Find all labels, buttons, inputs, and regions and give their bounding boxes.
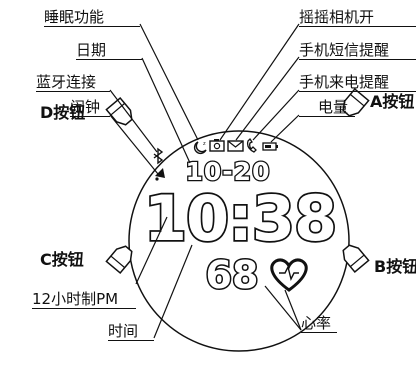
phone-icon [246, 137, 257, 153]
camera-icon [209, 139, 225, 152]
label-battery: 电量 [318, 98, 349, 116]
label-heart-rate: 心率 [301, 314, 332, 332]
bell-icon [155, 168, 165, 181]
underline-date [76, 59, 142, 60]
lcd-heart-rate: 68 [206, 253, 259, 297]
underline-sleep [44, 26, 140, 27]
watch-dial [128, 130, 350, 352]
a-button-shape [342, 87, 370, 117]
label-shake-camera: 摇摇相机开 [299, 8, 375, 26]
label-b-button: B按钮 [374, 257, 416, 276]
label-alarm: 闹钟 [70, 98, 101, 116]
d-button-shape [105, 96, 133, 126]
lcd-pm-indicator: P [162, 205, 174, 224]
bluetooth-icon [153, 147, 164, 165]
battery-icon [262, 142, 278, 151]
underline-sms-reminder [299, 59, 416, 60]
envelope-icon [227, 140, 244, 152]
label-a-button: A按钮 [370, 92, 415, 111]
underline-12h-pm [32, 308, 136, 309]
leader-lines [109, 23, 302, 339]
underline-bluetooth [36, 91, 110, 92]
label-time: 时间 [108, 322, 139, 340]
label-bluetooth: 蓝牙连接 [36, 73, 97, 91]
label-sms-reminder: 手机短信提醒 [299, 41, 390, 59]
underline-battery [299, 116, 355, 117]
underline-shake-camera [299, 26, 416, 27]
label-12h-pm: 12小时制PM [32, 290, 119, 308]
lcd-time: 10:38 [144, 182, 336, 255]
underline-heart-rate [301, 332, 337, 333]
heart-rate-icon [270, 258, 308, 292]
label-date: 日期 [76, 41, 107, 59]
b-button-shape [342, 244, 370, 274]
c-button-shape [105, 245, 133, 275]
underline-call-reminder [299, 91, 416, 92]
label-call-reminder: 手机来电提醒 [299, 73, 390, 91]
label-sleep: 睡眠功能 [44, 8, 105, 26]
svg-text:z: z [203, 141, 206, 147]
lcd-date: 10-20 [186, 157, 271, 186]
moon-icon: z [193, 141, 207, 155]
label-d-button: D按钮 [40, 103, 86, 122]
underline-time [108, 340, 154, 341]
underline-alarm [70, 116, 110, 117]
label-c-button: C按钮 [40, 250, 84, 269]
